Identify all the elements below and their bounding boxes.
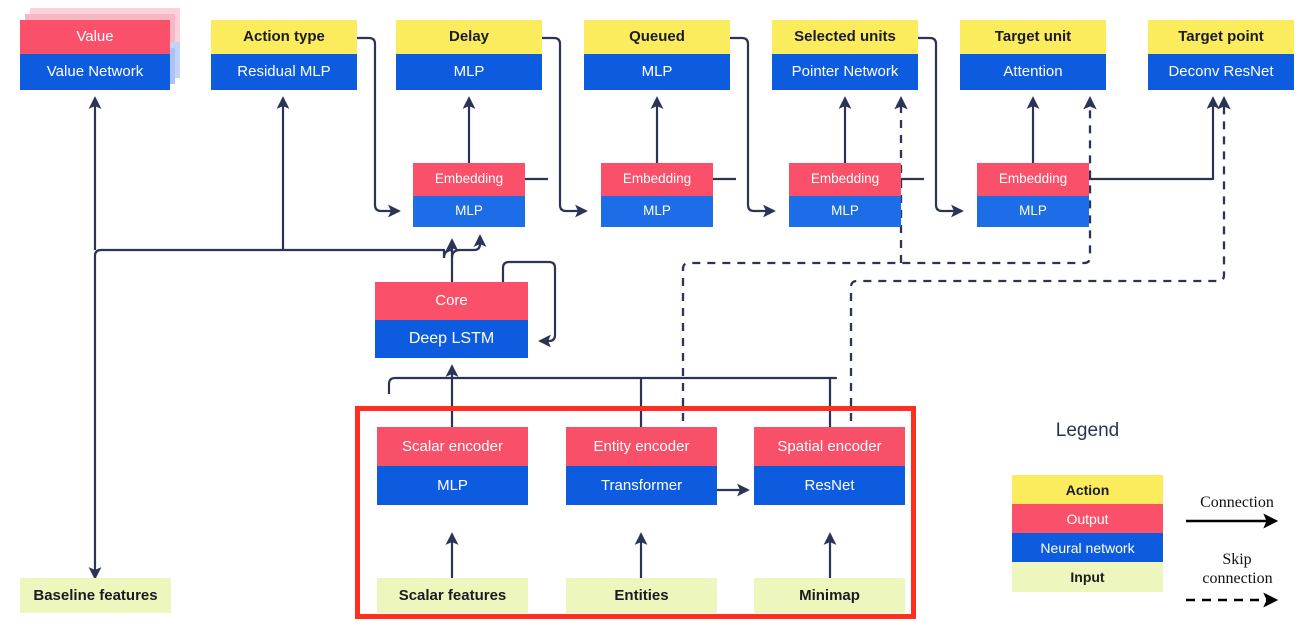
head-value[interactable]: Value Value Network [20,8,180,90]
core-output-label: Core [375,282,528,320]
input-baseline-features[interactable]: Baseline features [20,578,171,613]
head-target-point-action-label: Target point [1148,20,1294,54]
head-delay[interactable]: Delay MLP [396,20,542,90]
head-action-type[interactable]: Action type Residual MLP [211,20,357,90]
head-delay-action-label: Delay [396,20,542,54]
input-minimap[interactable]: Minimap [754,578,905,613]
embedding-4-output-label: Embedding [977,163,1089,196]
embedding-block-3[interactable]: Embedding MLP [789,163,901,227]
head-target-point-network-label: Deconv ResNet [1148,54,1294,90]
encoder-entity-output-label: Entity encoder [566,427,717,466]
encoder-scalar[interactable]: Scalar encoder MLP [377,427,528,505]
input-entities[interactable]: Entities [566,578,717,613]
head-action-type-network-label: Residual MLP [211,54,357,90]
embedding-2-network-label: MLP [601,196,713,227]
legend-skip-label-line1: Skip [1222,551,1252,568]
embedding-block-1[interactable]: Embedding MLP [413,163,525,227]
encoder-spatial-output-label: Spatial encoder [754,427,905,466]
embedding-4-network-label: MLP [977,196,1089,227]
head-delay-network-label: MLP [396,54,542,90]
encoder-entity[interactable]: Entity encoder Transformer [566,427,717,505]
embedding-1-network-label: MLP [413,196,525,227]
input-scalar-features[interactable]: Scalar features [377,578,528,613]
legend-connection-label: Connection [1200,494,1274,511]
head-value-network-label: Value Network [20,54,170,90]
encoder-scalar-network-label: MLP [377,466,528,505]
encoder-spatial[interactable]: Spatial encoder ResNet [754,427,905,505]
legend-swatch-neural-network: Neural network [1012,533,1163,562]
head-queued-network-label: MLP [584,54,730,90]
head-selected-units[interactable]: Selected units Pointer Network [772,20,918,90]
core-network-label: Deep LSTM [375,320,528,358]
head-value-output-label: Value [20,20,170,54]
head-selected-units-action-label: Selected units [772,20,918,54]
legend-swatch-output: Output [1012,504,1163,533]
embedding-1-output-label: Embedding [413,163,525,196]
head-action-type-action-label: Action type [211,20,357,54]
head-selected-units-network-label: Pointer Network [772,54,918,90]
embedding-3-output-label: Embedding [789,163,901,196]
encoder-spatial-network-label: ResNet [754,466,905,505]
legend-skip-label-line2: connection [1202,570,1273,587]
legend-title: Legend [1055,420,1120,441]
head-target-unit[interactable]: Target unit Attention [960,20,1106,90]
core-block[interactable]: Core Deep LSTM [375,282,528,358]
legend-swatches: Action Output Neural network Input [1012,475,1163,592]
head-target-unit-action-label: Target unit [960,20,1106,54]
head-queued[interactable]: Queued MLP [584,20,730,90]
legend-swatch-action: Action [1012,475,1163,504]
head-target-point[interactable]: Target point Deconv ResNet [1148,20,1294,90]
embedding-block-4[interactable]: Embedding MLP [977,163,1089,227]
encoder-scalar-output-label: Scalar encoder [377,427,528,466]
embedding-3-network-label: MLP [789,196,901,227]
embedding-block-2[interactable]: Embedding MLP [601,163,713,227]
legend-swatch-input: Input [1012,562,1163,592]
encoder-highlight-box [355,406,916,619]
head-queued-action-label: Queued [584,20,730,54]
encoder-entity-network-label: Transformer [566,466,717,505]
head-target-unit-network-label: Attention [960,54,1106,90]
embedding-2-output-label: Embedding [601,163,713,196]
